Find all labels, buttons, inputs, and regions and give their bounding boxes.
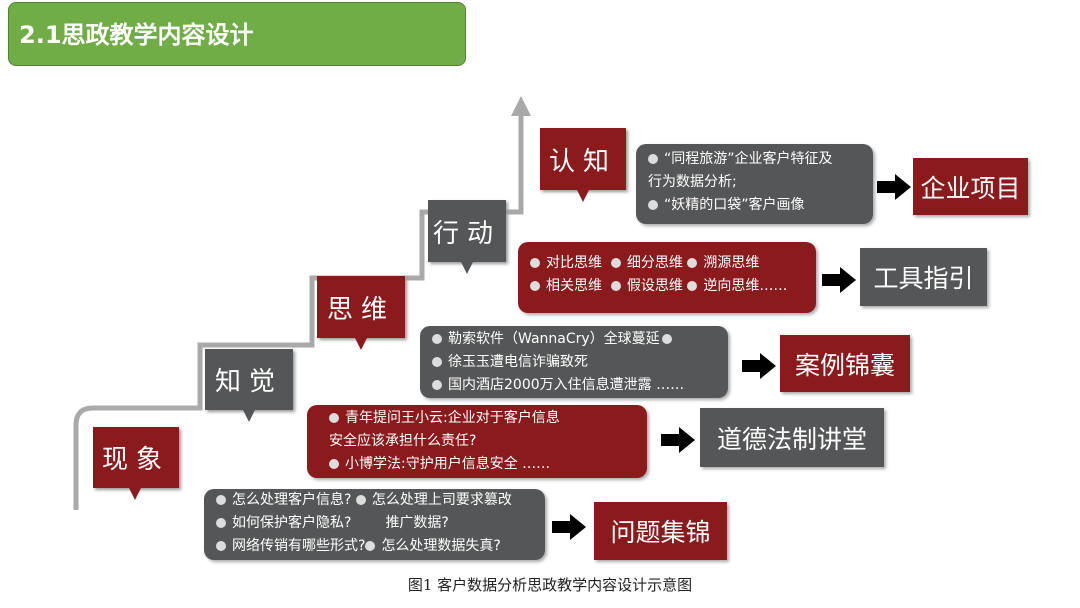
pointer-icon [577,190,589,202]
arrow-right-icon [822,267,856,293]
item-text: 假设思维 [626,278,683,294]
item-text: “同程旅游”企业客户特征及 [664,151,833,167]
pointer-icon [243,410,255,422]
arrow-right-icon [661,427,695,453]
item-text: 徐玉玉遭电信诈骗致死 [448,354,588,370]
item-text: 国内酒店2000万入住信息遭泄露 …… [448,377,685,393]
item-text: 对比思维 [546,255,602,271]
pointer-icon [355,338,367,350]
pointer-icon [461,262,473,274]
target-tool-guide: 工具指引 [860,248,987,306]
step-thinking: 思维 [317,276,405,338]
item-text: 怎么处理数据失真? [381,538,501,554]
content-box-cases: 勒索软件（WannaCry）全球蔓延 徐玉玉遭电信诈骗致死 国内酒店2000万入… [420,326,728,398]
item-text: 怎么处理客户信息? [232,492,352,508]
content-box-ethics-law: 青年提问王小云:企业对于客户信息 安全应该承担什么责任? 小博学法:守护用户信息… [307,405,647,478]
step-phenomenon: 现象 [93,427,179,488]
bullet-icon [648,200,658,210]
slide-title: 2.1思政教学内容设计 [8,2,466,66]
arrow-right-icon [742,353,776,379]
target-ethics-law-class: 道德法制讲堂 [700,408,884,467]
arrow-right-icon [877,174,911,200]
figure-caption: 图1 客户数据分析思政教学内容设计示意图 [407,576,693,594]
item-text: 安全应该承担什么责任? [329,433,477,449]
item-text: 溯源思维 [703,255,760,271]
item-text: 细分思维 [626,255,683,271]
item-text: 行为数据分析; [648,174,737,190]
item-text: 逆向思维…… [703,278,788,294]
item-text: 推广数据? [385,515,449,531]
item-text: 勒索软件（WannaCry）全球蔓延 [448,331,660,347]
content-box-thinking-tools: 对比思维 细分思维 溯源思维 相关思维 假设思维 逆向思维…… [518,242,816,313]
item-text: 如何保护客户隐私? [232,515,352,531]
item-text: 网络传销有哪些形式? [232,538,366,554]
pointer-icon [129,488,141,500]
item-text: “妖精的口袋”客户画像 [664,197,805,213]
target-question-collection: 问题集锦 [594,502,727,560]
content-box-questions: 怎么处理客户信息? 怎么处理上司要求篡改 如何保护客户隐私? 推广数据? 网络传销… [204,489,545,560]
content-box-enterprise: “同程旅游”企业客户特征及 行为数据分析; “妖精的口袋”客户画像 [636,144,873,224]
item-text: 青年提问王小云:企业对于客户信息 [345,410,560,426]
target-enterprise-project: 企业项目 [913,158,1028,215]
step-action: 行动 [428,200,506,262]
arrow-right-icon [552,514,586,540]
bullet-icon [648,154,658,164]
step-perception: 知觉 [205,349,293,410]
item-text: 小博学法:守护用户信息安全 …… [345,456,551,472]
step-cognition: 认知 [540,128,626,190]
item-text: 相关思维 [546,278,602,294]
target-case-kit: 案例锦囊 [780,335,910,392]
item-text: 怎么处理上司要求篡改 [371,492,512,508]
